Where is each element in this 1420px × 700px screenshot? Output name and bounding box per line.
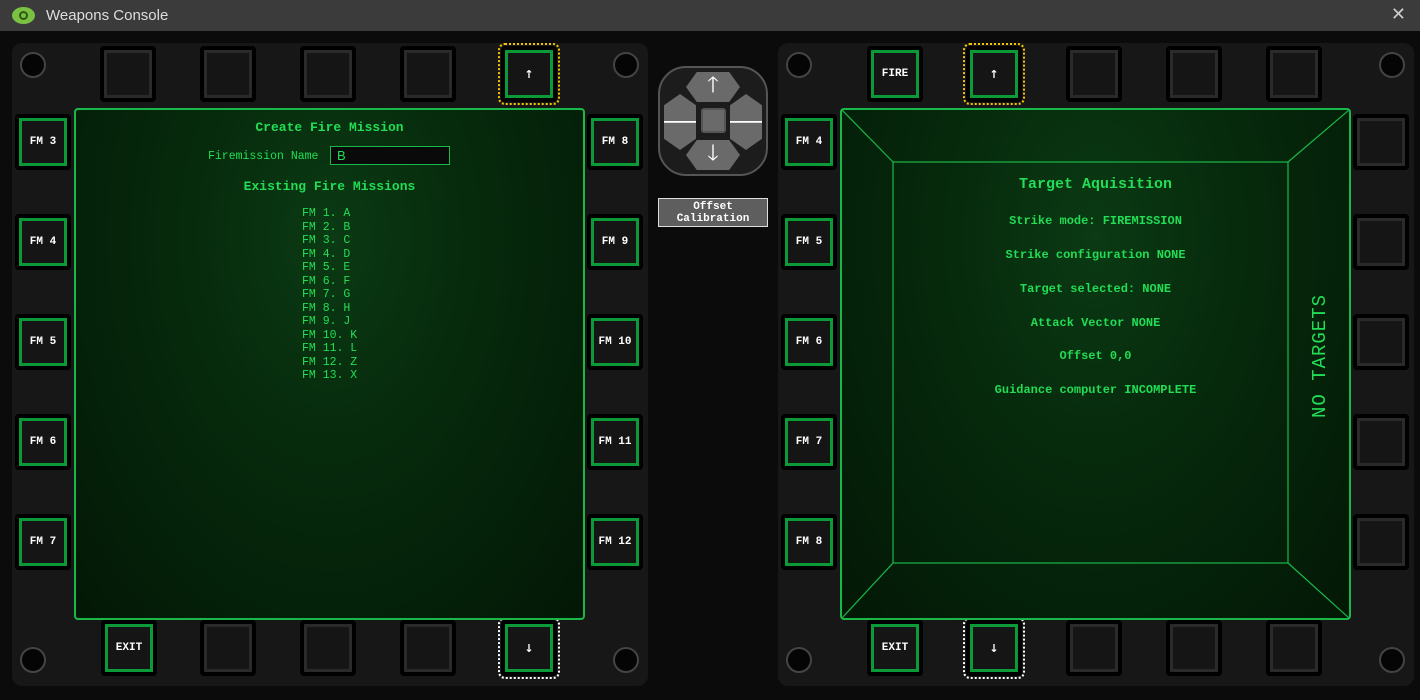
dpad-right-button[interactable]: 🡒 [730,94,762,150]
dpad-down-button[interactable]: 🡓 [686,140,740,170]
title-bar: Weapons Console ✕ [0,0,1420,31]
dpad-left-button[interactable]: 🡐 [664,94,696,150]
left-mfd-panel: ↑ FM 3 FM 4 FM 5 FM 6 FM 7 FM 8 FM 9 FM … [12,43,648,686]
side-button-right-3[interactable] [1353,314,1409,370]
bottom-button-3[interactable] [1066,620,1122,676]
arrow-right-icon: 🡒 [716,110,776,135]
exit-button[interactable]: EXIT [867,620,923,676]
dpad-center-button[interactable] [701,108,726,133]
fire-mission-list: FM 1. A FM 2. B FM 3. C FM 4. D FM 5. E … [302,207,357,383]
target-acquisition-screen: Target Aquisition Strike mode: FIREMISSI… [840,108,1351,620]
target-status: NO TARGETS [1309,293,1331,419]
offset-dpad: 🡑 🡓 🡐 🡒 [658,66,768,176]
screw-icon [1379,52,1405,78]
list-item[interactable]: FM 7. G [302,288,351,301]
fire-mission-screen: Create Fire Mission Firemission Name B E… [74,108,585,620]
list-item[interactable]: FM 3. C [302,234,351,247]
dpad-up-button[interactable]: 🡑 [686,72,740,102]
fm-button-left-5[interactable]: FM 7 [15,514,71,570]
side-button-right-2[interactable] [1353,214,1409,270]
list-item[interactable]: FM 11. L [302,342,358,355]
scroll-down-button[interactable]: ↓ [498,617,560,679]
perspective-frame [842,110,1349,618]
screw-icon [20,52,46,78]
close-icon[interactable]: ✕ [1390,4,1406,24]
offset-calibration-button[interactable]: Offset Calibration [658,198,768,227]
top-button-2[interactable] [200,46,256,102]
fire-button[interactable]: FIRE [867,46,923,102]
firemission-name-label: Firemission Name [208,150,319,163]
list-item[interactable]: FM 4. D [302,247,351,261]
fm-button-left-2[interactable]: FM 5 [781,214,837,270]
side-button-right-4[interactable] [1353,414,1409,470]
offset-label-line1: Offset [693,201,733,213]
list-item[interactable]: FM 5. E [302,261,351,274]
top-button-5[interactable] [1266,46,1322,102]
screw-icon [786,52,812,78]
offset-value: Offset 0,0 [1059,349,1132,363]
scroll-down-button[interactable]: ↓ [963,617,1025,679]
top-button-1[interactable] [100,46,156,102]
top-button-3[interactable] [1066,46,1122,102]
bottom-button-5[interactable] [1266,620,1322,676]
window-title: Weapons Console [46,7,169,24]
attack-vector: Attack Vector NONE [1030,316,1161,330]
bottom-button-4[interactable] [1166,620,1222,676]
list-item[interactable]: FM 2. B [302,220,351,234]
fm-button-right-2[interactable]: FM 9 [587,214,643,270]
list-item[interactable]: FM 12. Z [302,355,358,369]
fm-button-left-2[interactable]: FM 4 [15,214,71,270]
fm-button-left-1[interactable]: FM 4 [781,114,837,170]
fm-button-left-5[interactable]: FM 8 [781,514,837,570]
fm-button-left-4[interactable]: FM 6 [15,414,71,470]
fm-button-left-3[interactable]: FM 6 [781,314,837,370]
firemission-name-input[interactable]: B [330,146,450,165]
guidance-computer: Guidance computer INCOMPLETE [994,383,1197,397]
side-button-right-1[interactable] [1353,114,1409,170]
target-selected: Target selected: NONE [1019,282,1172,296]
fm-button-left-4[interactable]: FM 7 [781,414,837,470]
list-item[interactable]: FM 8. H [302,301,351,315]
top-button-4[interactable] [1166,46,1222,102]
arrow-up-icon: 🡑 [707,73,719,98]
existing-missions-heading: Existing Fire Missions [243,179,416,194]
bottom-button-3[interactable] [300,620,356,676]
fm-button-left-1[interactable]: FM 3 [15,114,71,170]
bottom-button-4[interactable] [400,620,456,676]
bottom-button-2[interactable] [200,620,256,676]
list-item[interactable]: FM 6. F [302,274,351,288]
exit-button[interactable]: EXIT [101,620,157,676]
app-eye-icon [12,7,35,24]
screw-icon [786,647,812,673]
side-button-right-5[interactable] [1353,514,1409,570]
fm-button-right-4[interactable]: FM 11 [587,414,643,470]
arrow-left-icon: 🡐 [650,110,710,135]
fm-button-left-3[interactable]: FM 5 [15,314,71,370]
scroll-up-button[interactable]: ↑ [963,43,1025,105]
screw-icon [613,647,639,673]
screen-title: Create Fire Mission [255,120,404,135]
top-button-4[interactable] [400,46,456,102]
strike-mode: Strike mode: FIREMISSION [1009,214,1182,228]
top-button-3[interactable] [300,46,356,102]
arrow-down-icon: 🡓 [707,141,719,166]
list-item[interactable]: FM 13. X [302,369,358,382]
list-item[interactable]: FM 9. J [302,315,351,328]
screw-icon [613,52,639,78]
screw-icon [1379,647,1405,673]
screw-icon [20,647,46,673]
fm-button-right-3[interactable]: FM 10 [587,314,643,370]
screen-title: Target Aquisition [1018,176,1173,193]
right-mfd-panel: FIRE ↑ FM 4 FM 5 FM 6 FM 7 FM 8 EXIT ↓ T… [778,43,1414,686]
fm-button-right-5[interactable]: FM 12 [587,514,643,570]
list-item[interactable]: FM 1. A [302,207,351,220]
offset-label-line2: Calibration [676,213,750,225]
list-item[interactable]: FM 10. K [302,328,358,342]
scroll-up-button[interactable]: ↑ [498,43,560,105]
strike-configuration: Strike configuration NONE [1005,248,1186,262]
fm-button-right-1[interactable]: FM 8 [587,114,643,170]
